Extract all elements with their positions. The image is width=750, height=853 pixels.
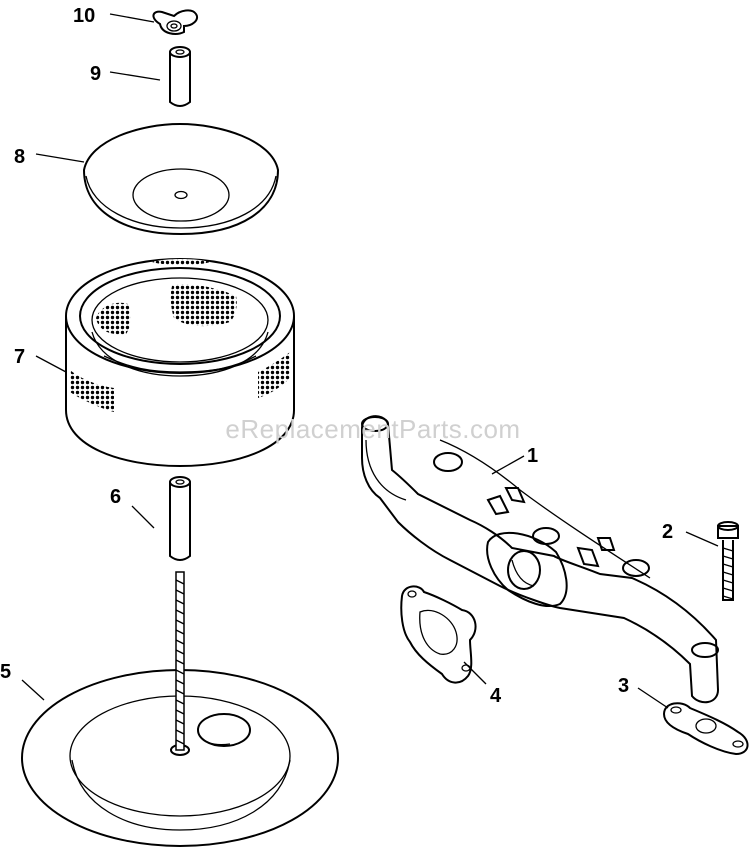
callout-1: 1 bbox=[527, 445, 538, 467]
leader-10 bbox=[109, 13, 155, 23]
intake-manifold-part bbox=[361, 415, 720, 704]
callout-labels: 10 9 8 7 6 5 1 2 3 4 bbox=[0, 5, 673, 707]
callout-7: 7 bbox=[14, 346, 25, 368]
leader-5 bbox=[21, 679, 45, 701]
callout-8: 8 bbox=[14, 146, 25, 168]
bolt-part bbox=[717, 521, 739, 601]
watermark-text: eReplacementParts.com bbox=[225, 414, 520, 444]
leader-6 bbox=[131, 505, 155, 529]
wing-nut-part bbox=[152, 9, 198, 35]
manifold-gasket-part bbox=[400, 585, 477, 684]
air-cleaner-cover-part bbox=[82, 122, 280, 236]
callout-2: 2 bbox=[662, 521, 673, 543]
spacer-tube-part-9 bbox=[169, 46, 191, 107]
leader-3 bbox=[637, 687, 669, 709]
callout-10: 10 bbox=[73, 5, 95, 27]
leader-7 bbox=[35, 355, 67, 373]
base-plate-part bbox=[21, 571, 339, 847]
spacer-tube-part-6 bbox=[169, 476, 191, 561]
leader-4 bbox=[463, 661, 487, 685]
leader-9 bbox=[109, 71, 161, 81]
callout-5: 5 bbox=[0, 661, 11, 683]
callout-6: 6 bbox=[110, 486, 121, 508]
air-filter-element-part bbox=[65, 258, 295, 468]
leader-lines bbox=[21, 13, 719, 709]
flange-gasket-part bbox=[662, 702, 749, 756]
callout-9: 9 bbox=[90, 63, 101, 85]
leader-1 bbox=[491, 455, 525, 475]
leader-2 bbox=[685, 531, 719, 547]
callout-3: 3 bbox=[618, 675, 629, 697]
leader-8 bbox=[35, 153, 85, 163]
callout-4: 4 bbox=[490, 685, 502, 707]
